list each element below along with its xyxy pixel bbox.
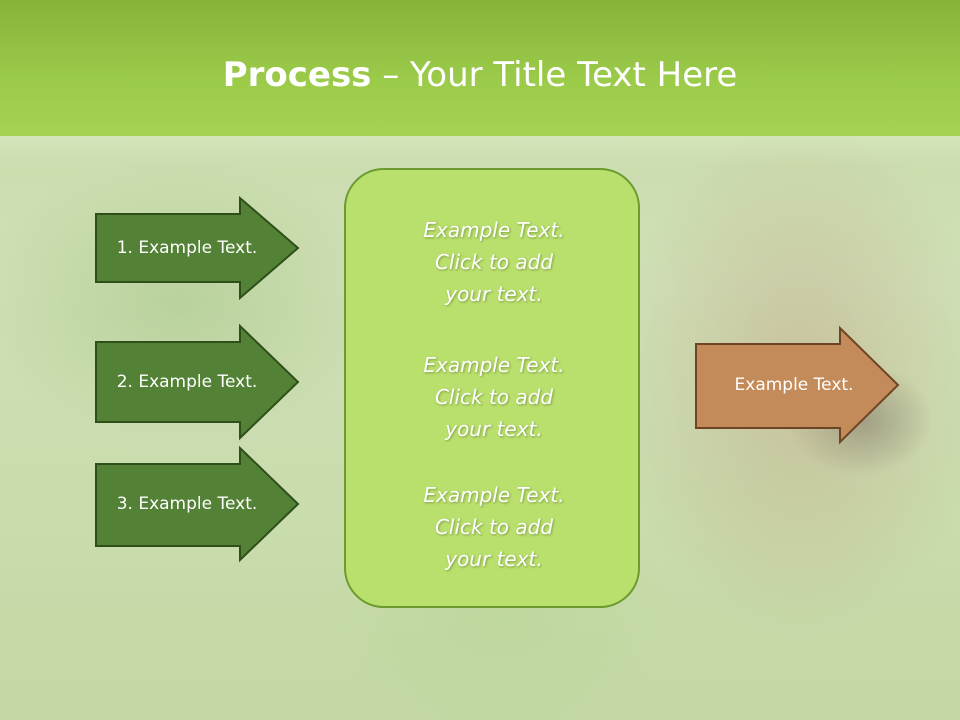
title-bar-fade: [0, 136, 960, 166]
output-arrow-label: Example Text.: [734, 375, 854, 395]
center-text-block-2[interactable]: Example Text. Click to add your text.: [346, 349, 642, 445]
center-text-line: Example Text.: [423, 218, 565, 242]
step-arrow-1-shape: [95, 195, 300, 301]
step-arrow-3[interactable]: 3. Example Text.: [95, 445, 300, 563]
center-text-line: your text.: [445, 547, 543, 571]
center-text-block-3[interactable]: Example Text. Click to add your text.: [346, 479, 642, 575]
title-bold-part: Process: [222, 55, 372, 95]
step-arrow-2[interactable]: 2. Example Text.: [95, 323, 300, 441]
center-text-line: your text.: [445, 417, 543, 441]
output-arrow-shape: [695, 325, 900, 445]
center-text-line: Click to add: [434, 515, 554, 539]
center-text-block-1[interactable]: Example Text. Click to add your text.: [346, 214, 642, 310]
title-bar: [0, 0, 960, 136]
slide-title[interactable]: Process – Your Title Text Here: [0, 54, 960, 96]
step-arrow-3-shape: [95, 445, 300, 563]
center-text-line: Example Text.: [423, 483, 565, 507]
center-text-line: Click to add: [434, 250, 554, 274]
title-rest-part: – Your Title Text Here: [371, 55, 738, 95]
step-arrow-3-label: 3. Example Text.: [116, 494, 258, 514]
step-arrow-2-shape: [95, 323, 300, 441]
step-arrow-2-label: 2. Example Text.: [116, 372, 258, 392]
output-arrow[interactable]: Example Text.: [695, 325, 900, 445]
center-text-line: Click to add: [434, 385, 554, 409]
step-arrow-1[interactable]: 1. Example Text.: [95, 195, 300, 301]
step-arrow-1-label: 1. Example Text.: [116, 238, 258, 258]
center-content-box[interactable]: Example Text. Click to add your text. Ex…: [344, 168, 640, 608]
center-text-line: your text.: [445, 282, 543, 306]
center-text-line: Example Text.: [423, 353, 565, 377]
